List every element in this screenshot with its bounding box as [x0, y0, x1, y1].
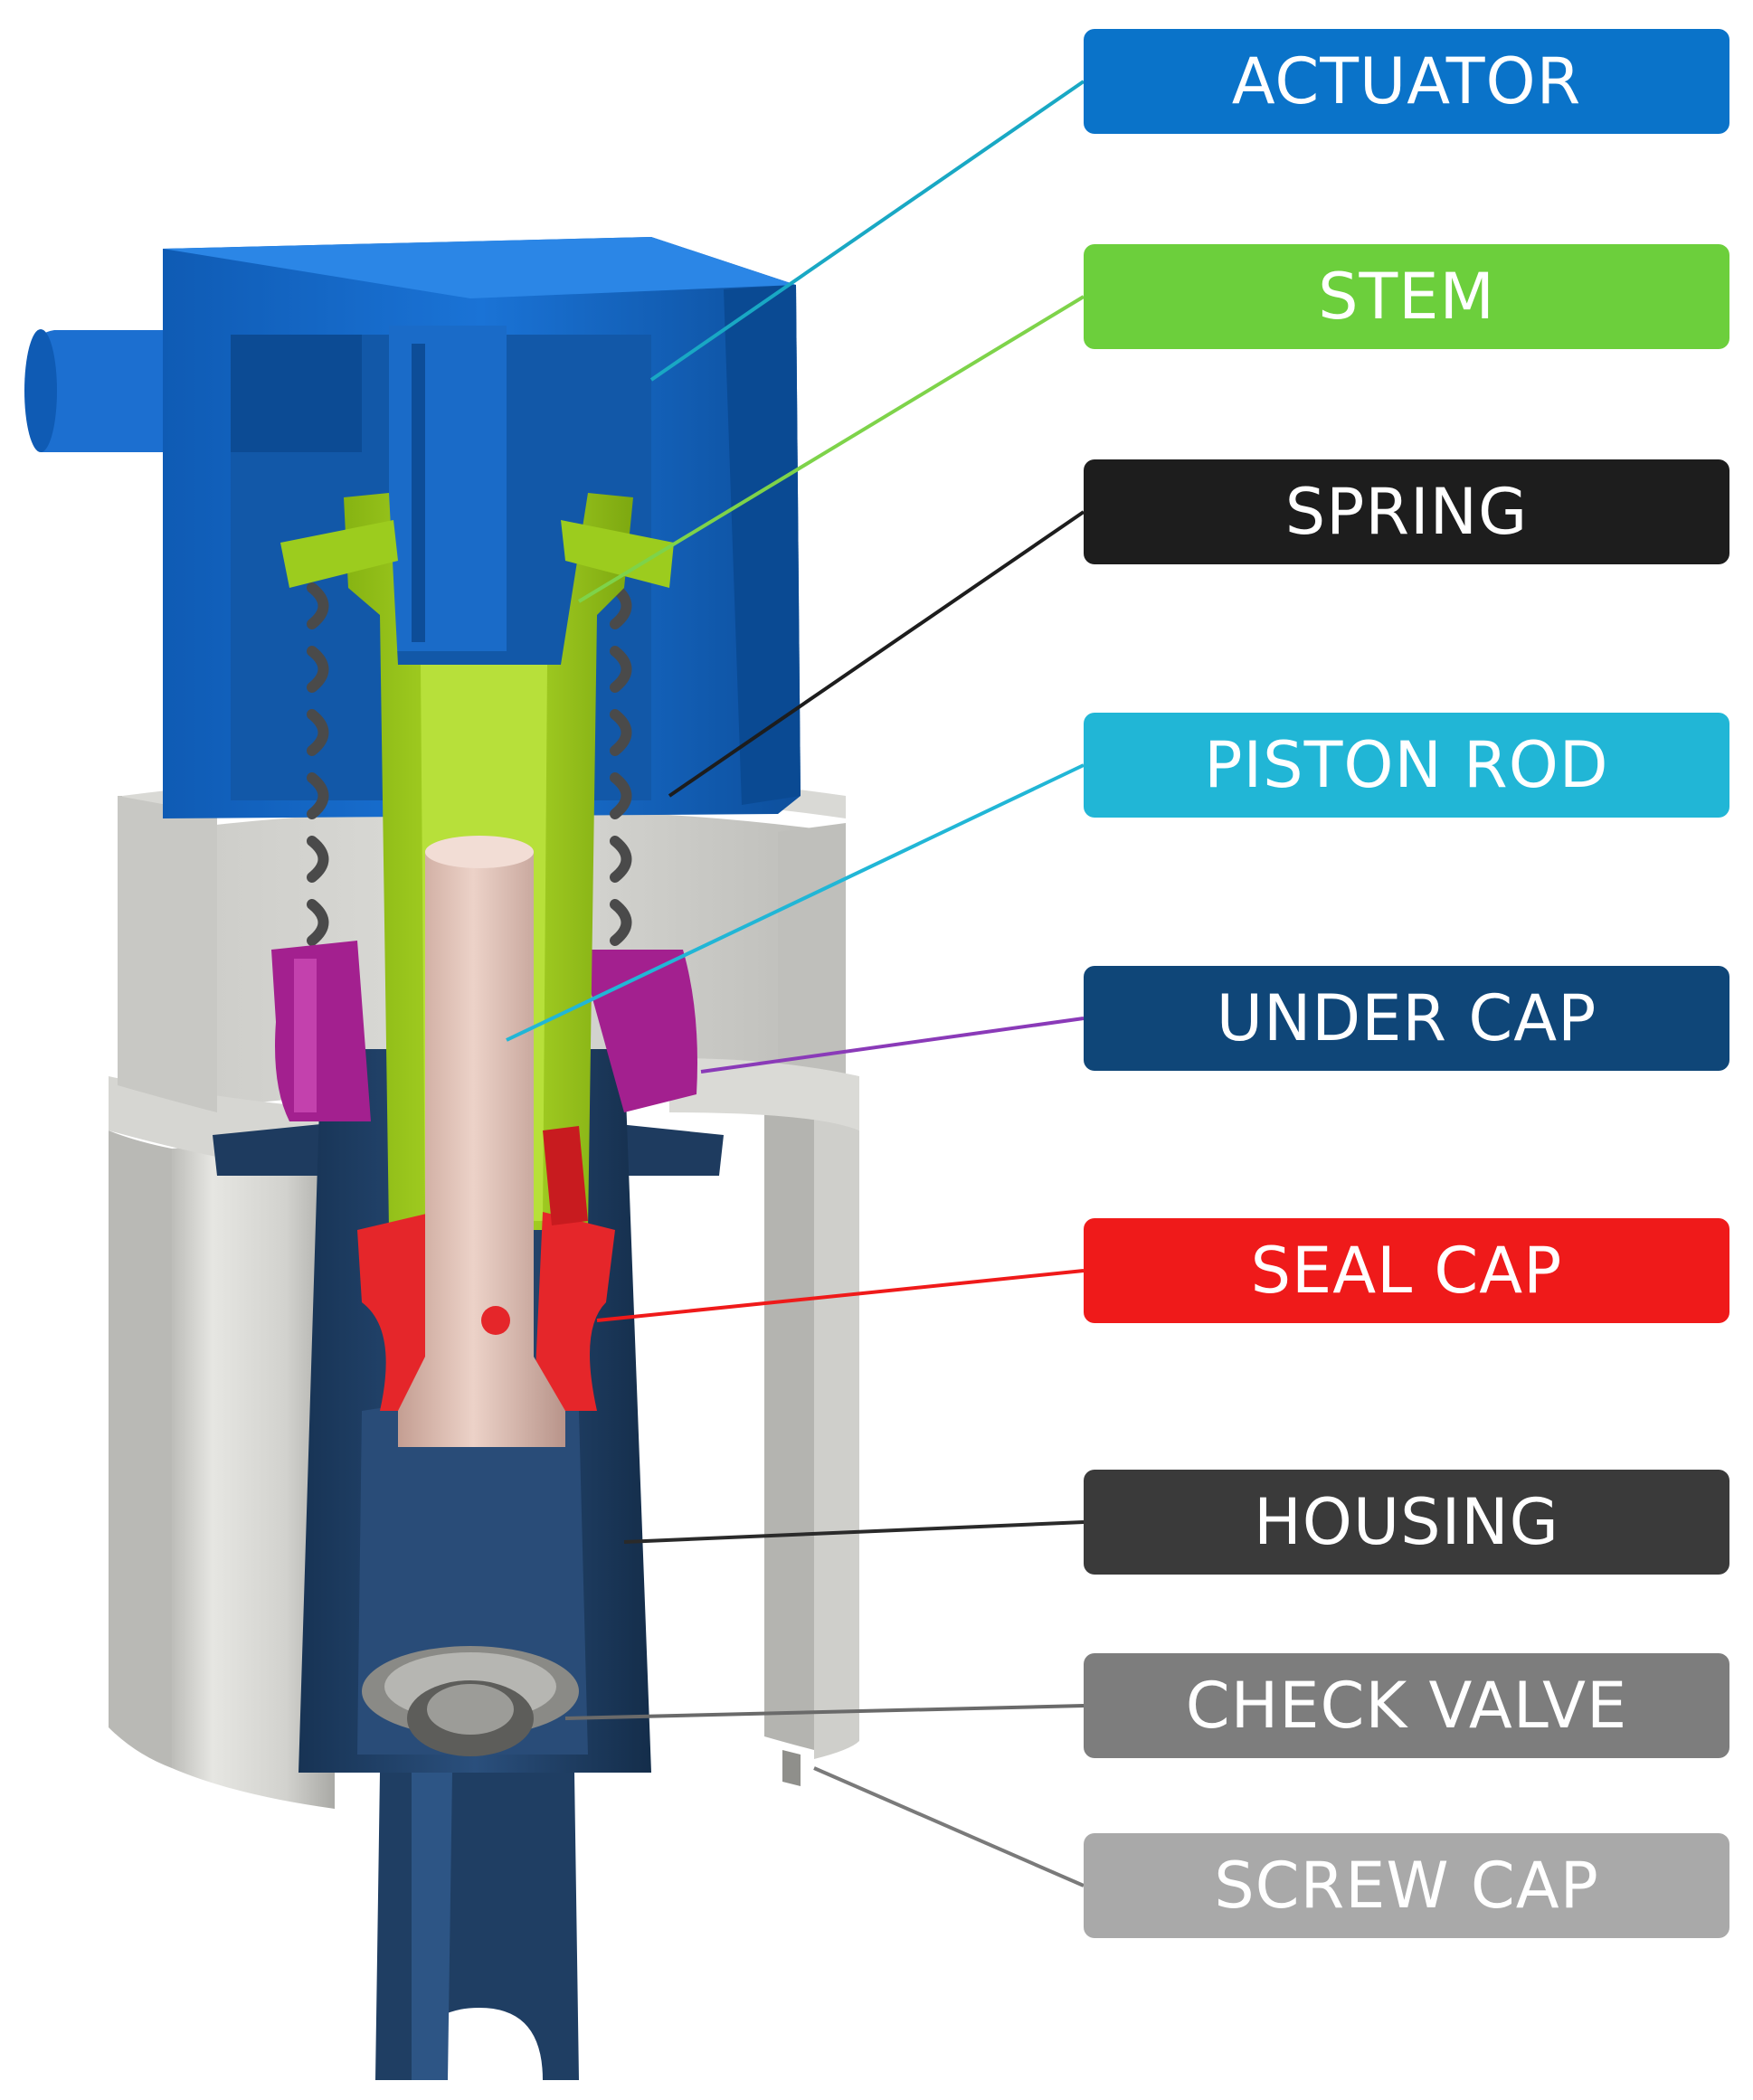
leader-line-spring — [668, 510, 1085, 798]
label-piston-rod: PISTON ROD — [1084, 713, 1729, 818]
label-check-valve: CHECK VALVE — [1084, 1653, 1729, 1758]
piston-rod-part — [398, 836, 565, 1447]
label-housing: HOUSING — [1084, 1470, 1729, 1575]
leader-line-piston-rod — [506, 763, 1085, 1042]
label-seal-cap-text: SEAL CAP — [1250, 1234, 1563, 1308]
label-screw-cap-text: SCREW CAP — [1214, 1849, 1599, 1923]
label-under-cap: UNDER CAP — [1084, 966, 1729, 1071]
label-actuator: ACTUATOR — [1084, 29, 1729, 134]
label-seal-cap: SEAL CAP — [1084, 1218, 1729, 1323]
leader-lines — [506, 80, 1085, 1887]
leader-line-check-valve — [564, 1704, 1085, 1720]
leader-line-screw-cap — [813, 1766, 1085, 1887]
label-check-valve-text: CHECK VALVE — [1185, 1669, 1628, 1743]
leader-line-seal-cap — [596, 1269, 1085, 1322]
leader-line-housing — [623, 1520, 1085, 1544]
label-screw-cap: SCREW CAP — [1084, 1833, 1729, 1938]
label-stem: STEM — [1084, 244, 1729, 349]
leader-line-under-cap — [700, 1017, 1085, 1074]
label-spring-text: SPRING — [1284, 475, 1529, 549]
label-stem-text: STEM — [1318, 260, 1495, 334]
seal-cap-part — [357, 1126, 615, 1411]
label-spring: SPRING — [1084, 459, 1729, 564]
label-housing-text: HOUSING — [1254, 1485, 1559, 1559]
label-under-cap-text: UNDER CAP — [1216, 981, 1597, 1055]
leader-line-actuator — [649, 80, 1085, 382]
check-valve-part — [362, 1646, 579, 1756]
label-actuator-text: ACTUATOR — [1231, 44, 1582, 118]
leader-line-stem — [577, 295, 1085, 603]
label-piston-rod-text: PISTON ROD — [1204, 728, 1609, 802]
